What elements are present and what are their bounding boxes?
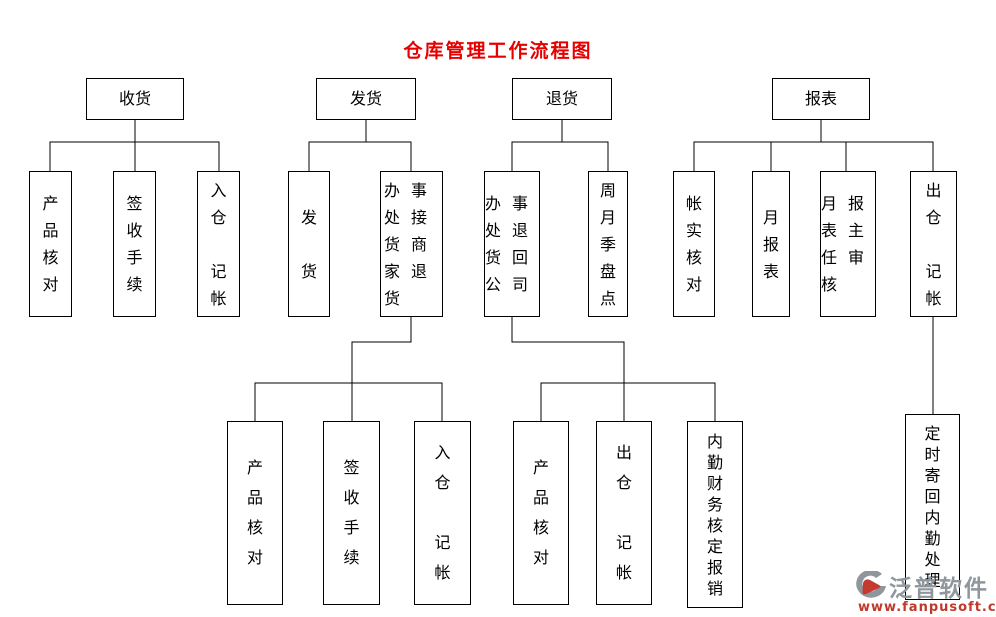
flow-box-mail-back-processing: 定时寄回内勤处理	[905, 414, 960, 600]
connector-lines	[49, 120, 934, 421]
flow-box-product-check-2: 产品核对	[227, 421, 283, 605]
flow-box-returns: 退货	[512, 78, 612, 120]
watermark-row: 泛普软件	[853, 569, 995, 603]
flow-box-dispatch: 发 货	[288, 171, 330, 317]
flow-box-sign-procedure-2: 签收手续	[323, 421, 380, 605]
flow-box-finance-reimburse: 内勤财务核定报销	[687, 421, 743, 608]
flow-box-warehouse-in-bookkeeping: 入仓 记帐	[197, 171, 240, 317]
flow-box-product-check: 产品核对	[29, 171, 72, 317]
flow-box-warehouse-in-bookkeeping-2: 入仓 记帐	[414, 421, 471, 605]
flow-box-account-verify: 帐实核对	[673, 171, 715, 317]
flow-box-reports: 报表	[772, 78, 870, 120]
fanpu-logo-icon	[856, 571, 886, 598]
flow-box-product-check-3: 产品核对	[513, 421, 569, 605]
flow-box-warehouse-out-bookkeeping: 出仓 记帐	[910, 171, 957, 317]
flow-box-office-return-company: 办事处退货回公司	[484, 171, 540, 317]
watermark: 泛普软件 www.fanpusoft.com	[853, 569, 996, 615]
flow-box-director-review: 月报表主任审核	[820, 171, 876, 317]
watermark-brand: 泛普软件	[889, 576, 989, 602]
page-title: 仓库管理工作流程图	[403, 40, 593, 62]
watermark-url: www.fanpusoft.com	[858, 600, 996, 615]
flow-box-shipping: 发货	[316, 78, 416, 120]
flow-box-office-merchant-return: 办事处接货商家退货	[380, 171, 443, 317]
flow-box-sign-procedure: 签收手续	[113, 171, 156, 317]
flow-box-stocktake: 周月季盘点	[588, 171, 628, 317]
flow-box-warehouse-out-bookkeeping-2: 出仓 记帐	[596, 421, 652, 605]
flow-box-monthly-report: 月报表	[752, 171, 790, 317]
flow-box-receiving: 收货	[86, 78, 184, 120]
